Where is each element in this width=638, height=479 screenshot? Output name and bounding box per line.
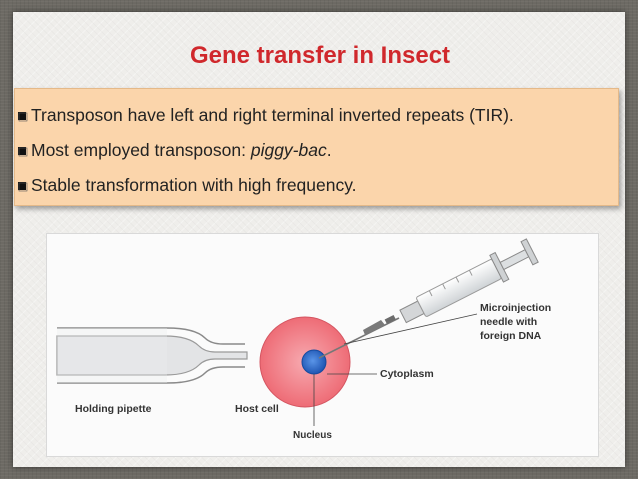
bullet-item: Stable transformation with high frequenc… [17, 168, 618, 203]
square-bullet-icon [17, 181, 28, 192]
bullet-item: Most employed transposon: piggy-bac. [17, 133, 618, 168]
bullet-text: Most employed transposon: piggy-bac. [31, 140, 332, 161]
bullet-text-italic: piggy-bac [250, 140, 327, 160]
holding-pipette-label: Holding pipette [75, 403, 152, 415]
bullet-item: Transposon have left and right terminal … [17, 98, 618, 133]
microinjection-label-line2: needle with [480, 316, 537, 328]
bullet-text-plain: Most employed transposon: [31, 140, 251, 160]
nucleus [301, 349, 327, 375]
host-cell-label: Host cell [235, 403, 279, 415]
square-bullet-icon [17, 146, 28, 157]
microinjection-diagram: Microinjection needle with foreign DNA C… [46, 233, 599, 457]
holding-pipette [56, 327, 248, 384]
bullet-box: Transposon have left and right terminal … [14, 88, 619, 206]
nucleus-label: Nucleus [293, 430, 332, 441]
microinjection-needle [318, 238, 539, 359]
cytoplasm-label: Cytoplasm [380, 368, 434, 380]
square-bullet-icon [17, 111, 28, 122]
bullet-text: Stable transformation with high frequenc… [31, 175, 357, 195]
bullet-text: Transposon have left and right terminal … [31, 105, 514, 125]
microinjection-label-line1: Microinjection [480, 302, 551, 314]
bullet-text-end: . [326, 140, 332, 160]
needle-pointer-line [343, 313, 478, 345]
slide-title: Gene transfer in Insect [189, 42, 451, 69]
microinjection-label-line3: foreign DNA [480, 330, 542, 342]
